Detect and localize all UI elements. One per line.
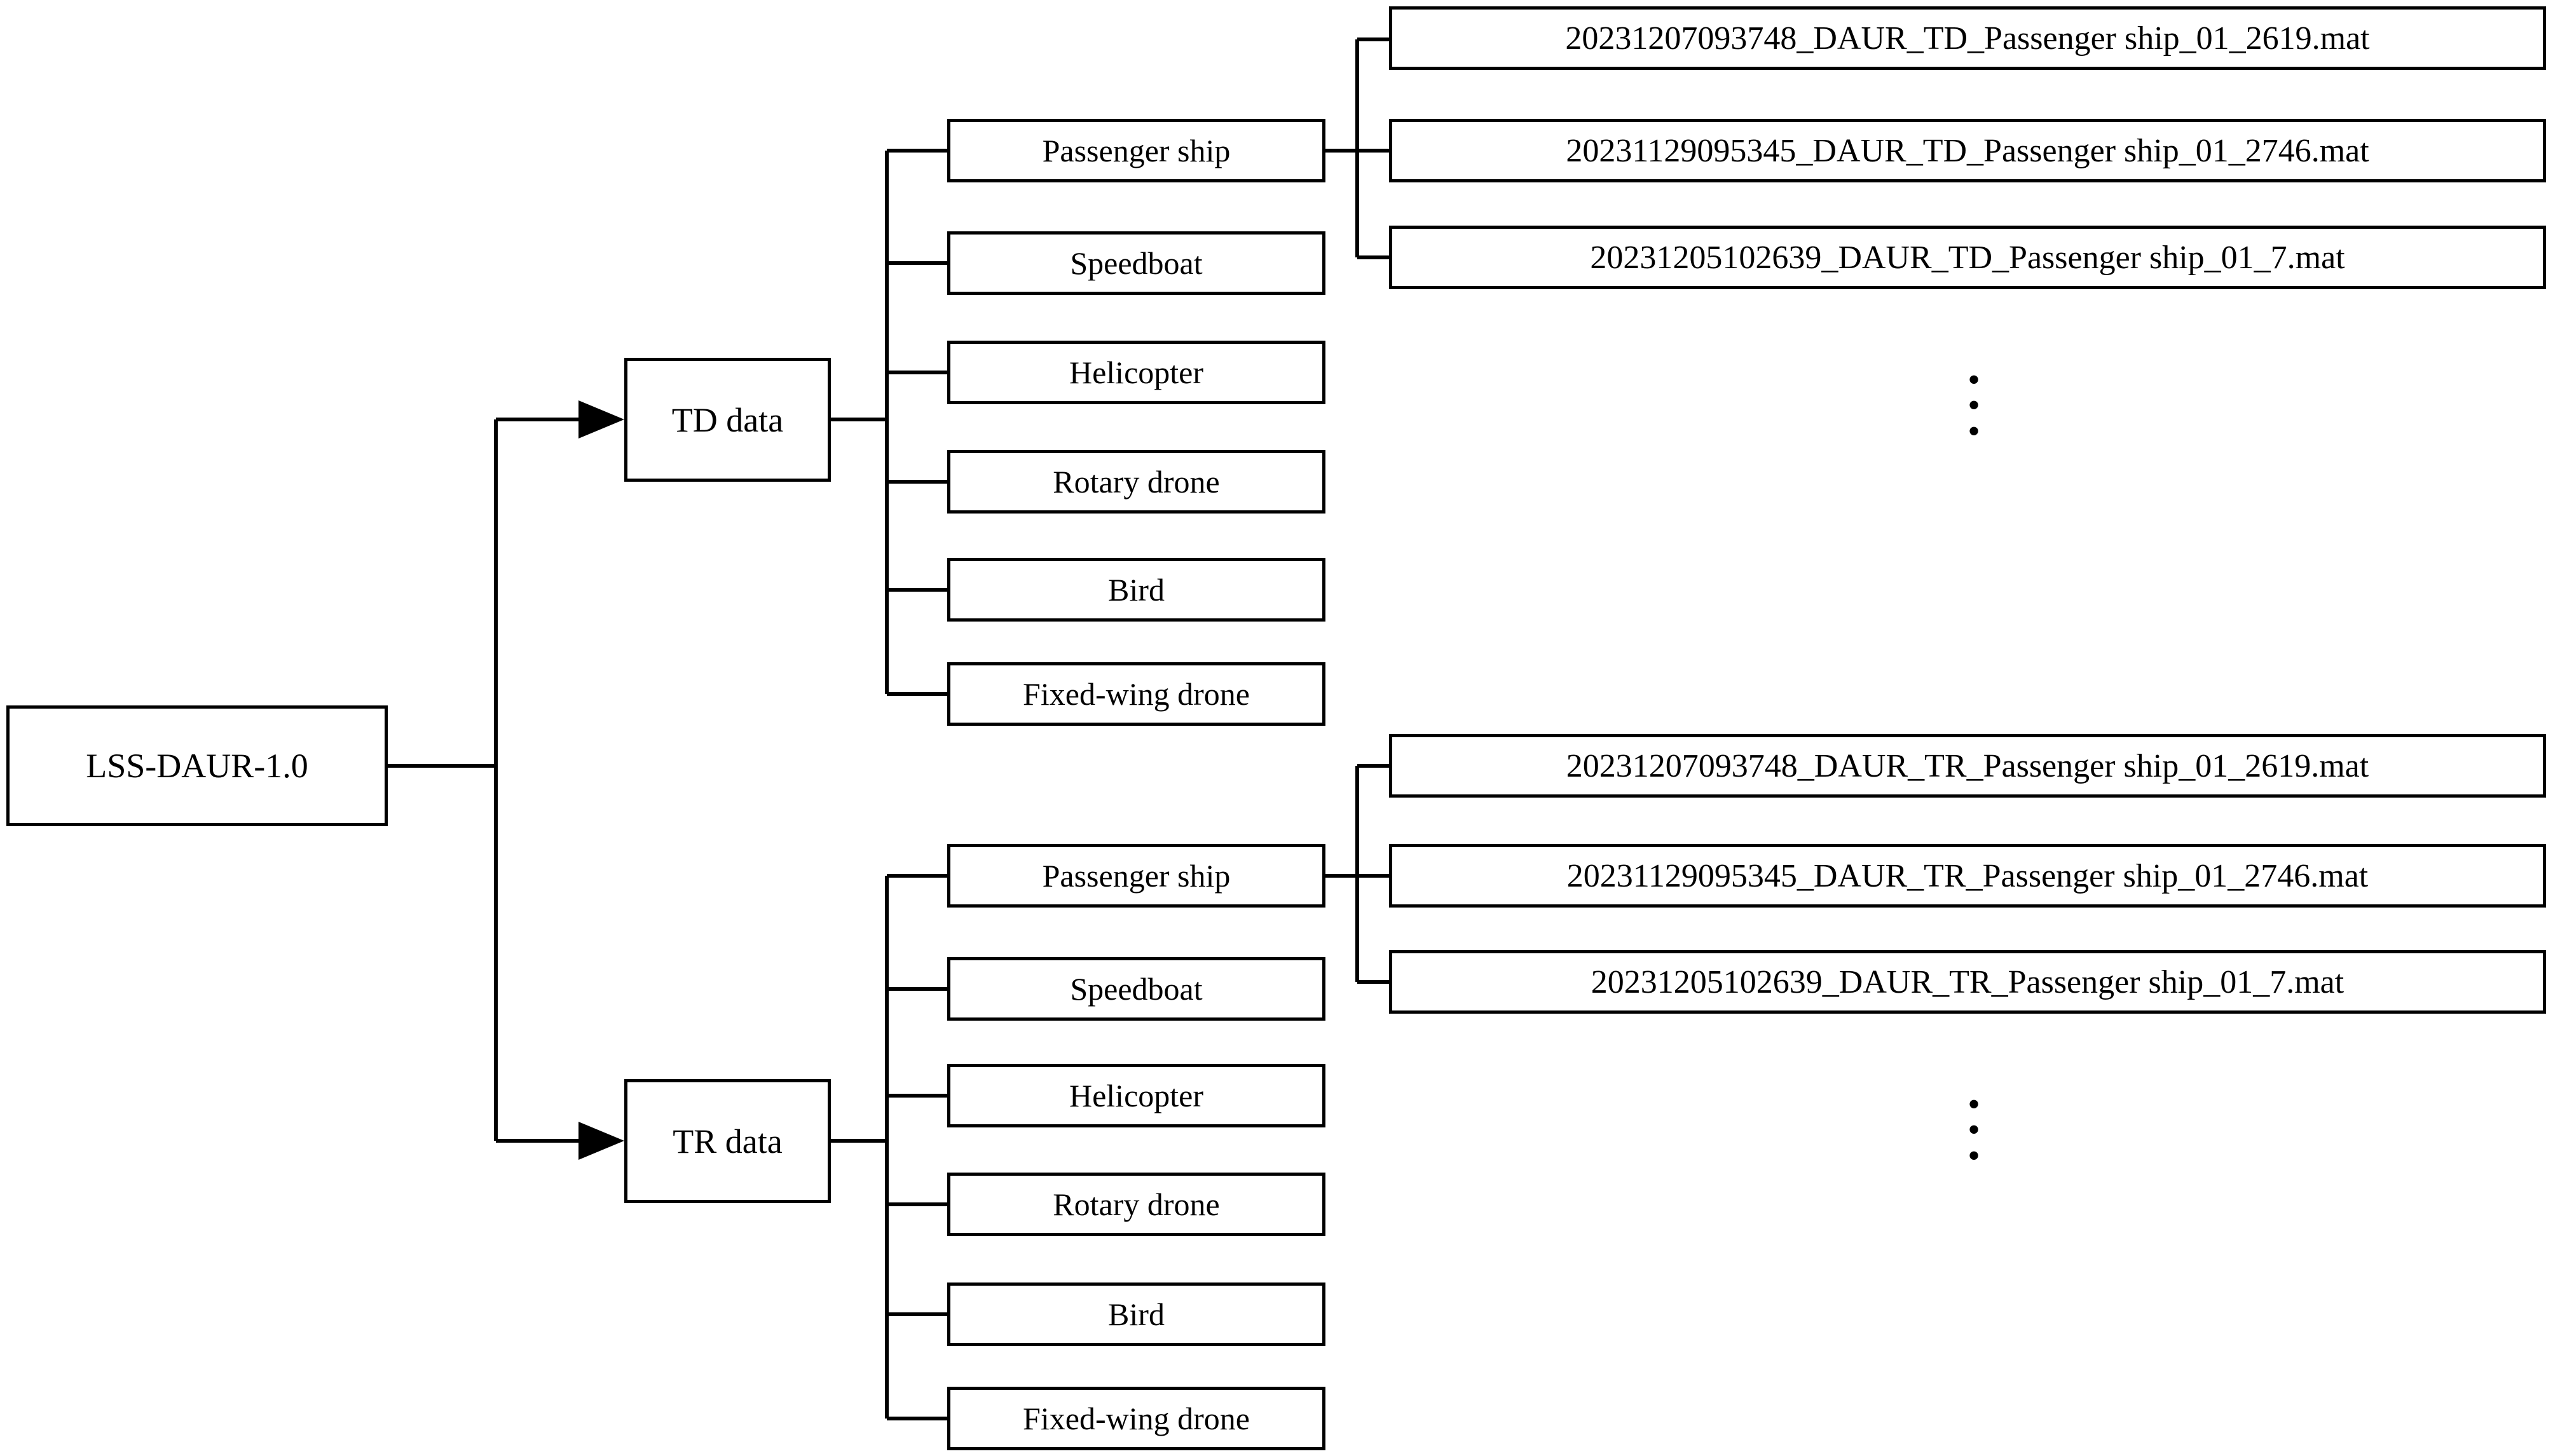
ellipsis-dot-2: • xyxy=(1968,1110,1980,1150)
node-file-tr-1[interactable]: 20231129095345_DAUR_TR_Passenger ship_01… xyxy=(1389,844,2546,908)
arrowhead-td xyxy=(578,400,624,439)
node-category-td-rotary-drone[interactable]: Rotary drone xyxy=(947,450,1325,514)
node-category-tr-fixed-wing-drone[interactable]: Fixed-wing drone xyxy=(947,1387,1325,1450)
node-category-tr-speedboat[interactable]: Speedboat xyxy=(947,957,1325,1021)
node-file-td-0[interactable]: 20231207093748_DAUR_TD_Passenger ship_01… xyxy=(1389,6,2546,70)
ellipsis-dot-2: • xyxy=(1968,386,1980,426)
node-root[interactable]: LSS-DAUR-1.0 xyxy=(6,705,388,826)
node-branch-td[interactable]: TD data xyxy=(624,358,831,482)
node-category-tr-helicopter[interactable]: Helicopter xyxy=(947,1064,1325,1127)
node-category-td-speedboat[interactable]: Speedboat xyxy=(947,231,1325,295)
ellipsis-dot-1: • xyxy=(1968,360,1980,400)
node-file-tr-0[interactable]: 20231207093748_DAUR_TR_Passenger ship_01… xyxy=(1389,734,2546,798)
arrowhead-tr xyxy=(578,1122,624,1160)
node-category-td-passenger-ship[interactable]: Passenger ship xyxy=(947,119,1325,182)
node-file-td-1[interactable]: 20231129095345_DAUR_TD_Passenger ship_01… xyxy=(1389,119,2546,182)
node-category-tr-passenger-ship[interactable]: Passenger ship xyxy=(947,844,1325,908)
ellipsis-dot-3: • xyxy=(1968,1136,1980,1176)
node-category-td-fixed-wing-drone[interactable]: Fixed-wing drone xyxy=(947,662,1325,726)
ellipsis-tr-files: • • • xyxy=(1961,1085,1987,1176)
ellipsis-dot-1: • xyxy=(1968,1085,1980,1124)
node-branch-tr[interactable]: TR data xyxy=(624,1079,831,1203)
node-category-tr-rotary-drone[interactable]: Rotary drone xyxy=(947,1173,1325,1236)
ellipsis-dot-3: • xyxy=(1968,411,1980,451)
node-category-tr-bird[interactable]: Bird xyxy=(947,1283,1325,1346)
node-file-td-2[interactable]: 20231205102639_DAUR_TD_Passenger ship_01… xyxy=(1389,226,2546,289)
node-category-td-bird[interactable]: Bird xyxy=(947,558,1325,622)
ellipsis-td-files: • • • xyxy=(1961,360,1987,451)
node-file-tr-2[interactable]: 20231205102639_DAUR_TR_Passenger ship_01… xyxy=(1389,950,2546,1014)
node-category-td-helicopter[interactable]: Helicopter xyxy=(947,341,1325,404)
